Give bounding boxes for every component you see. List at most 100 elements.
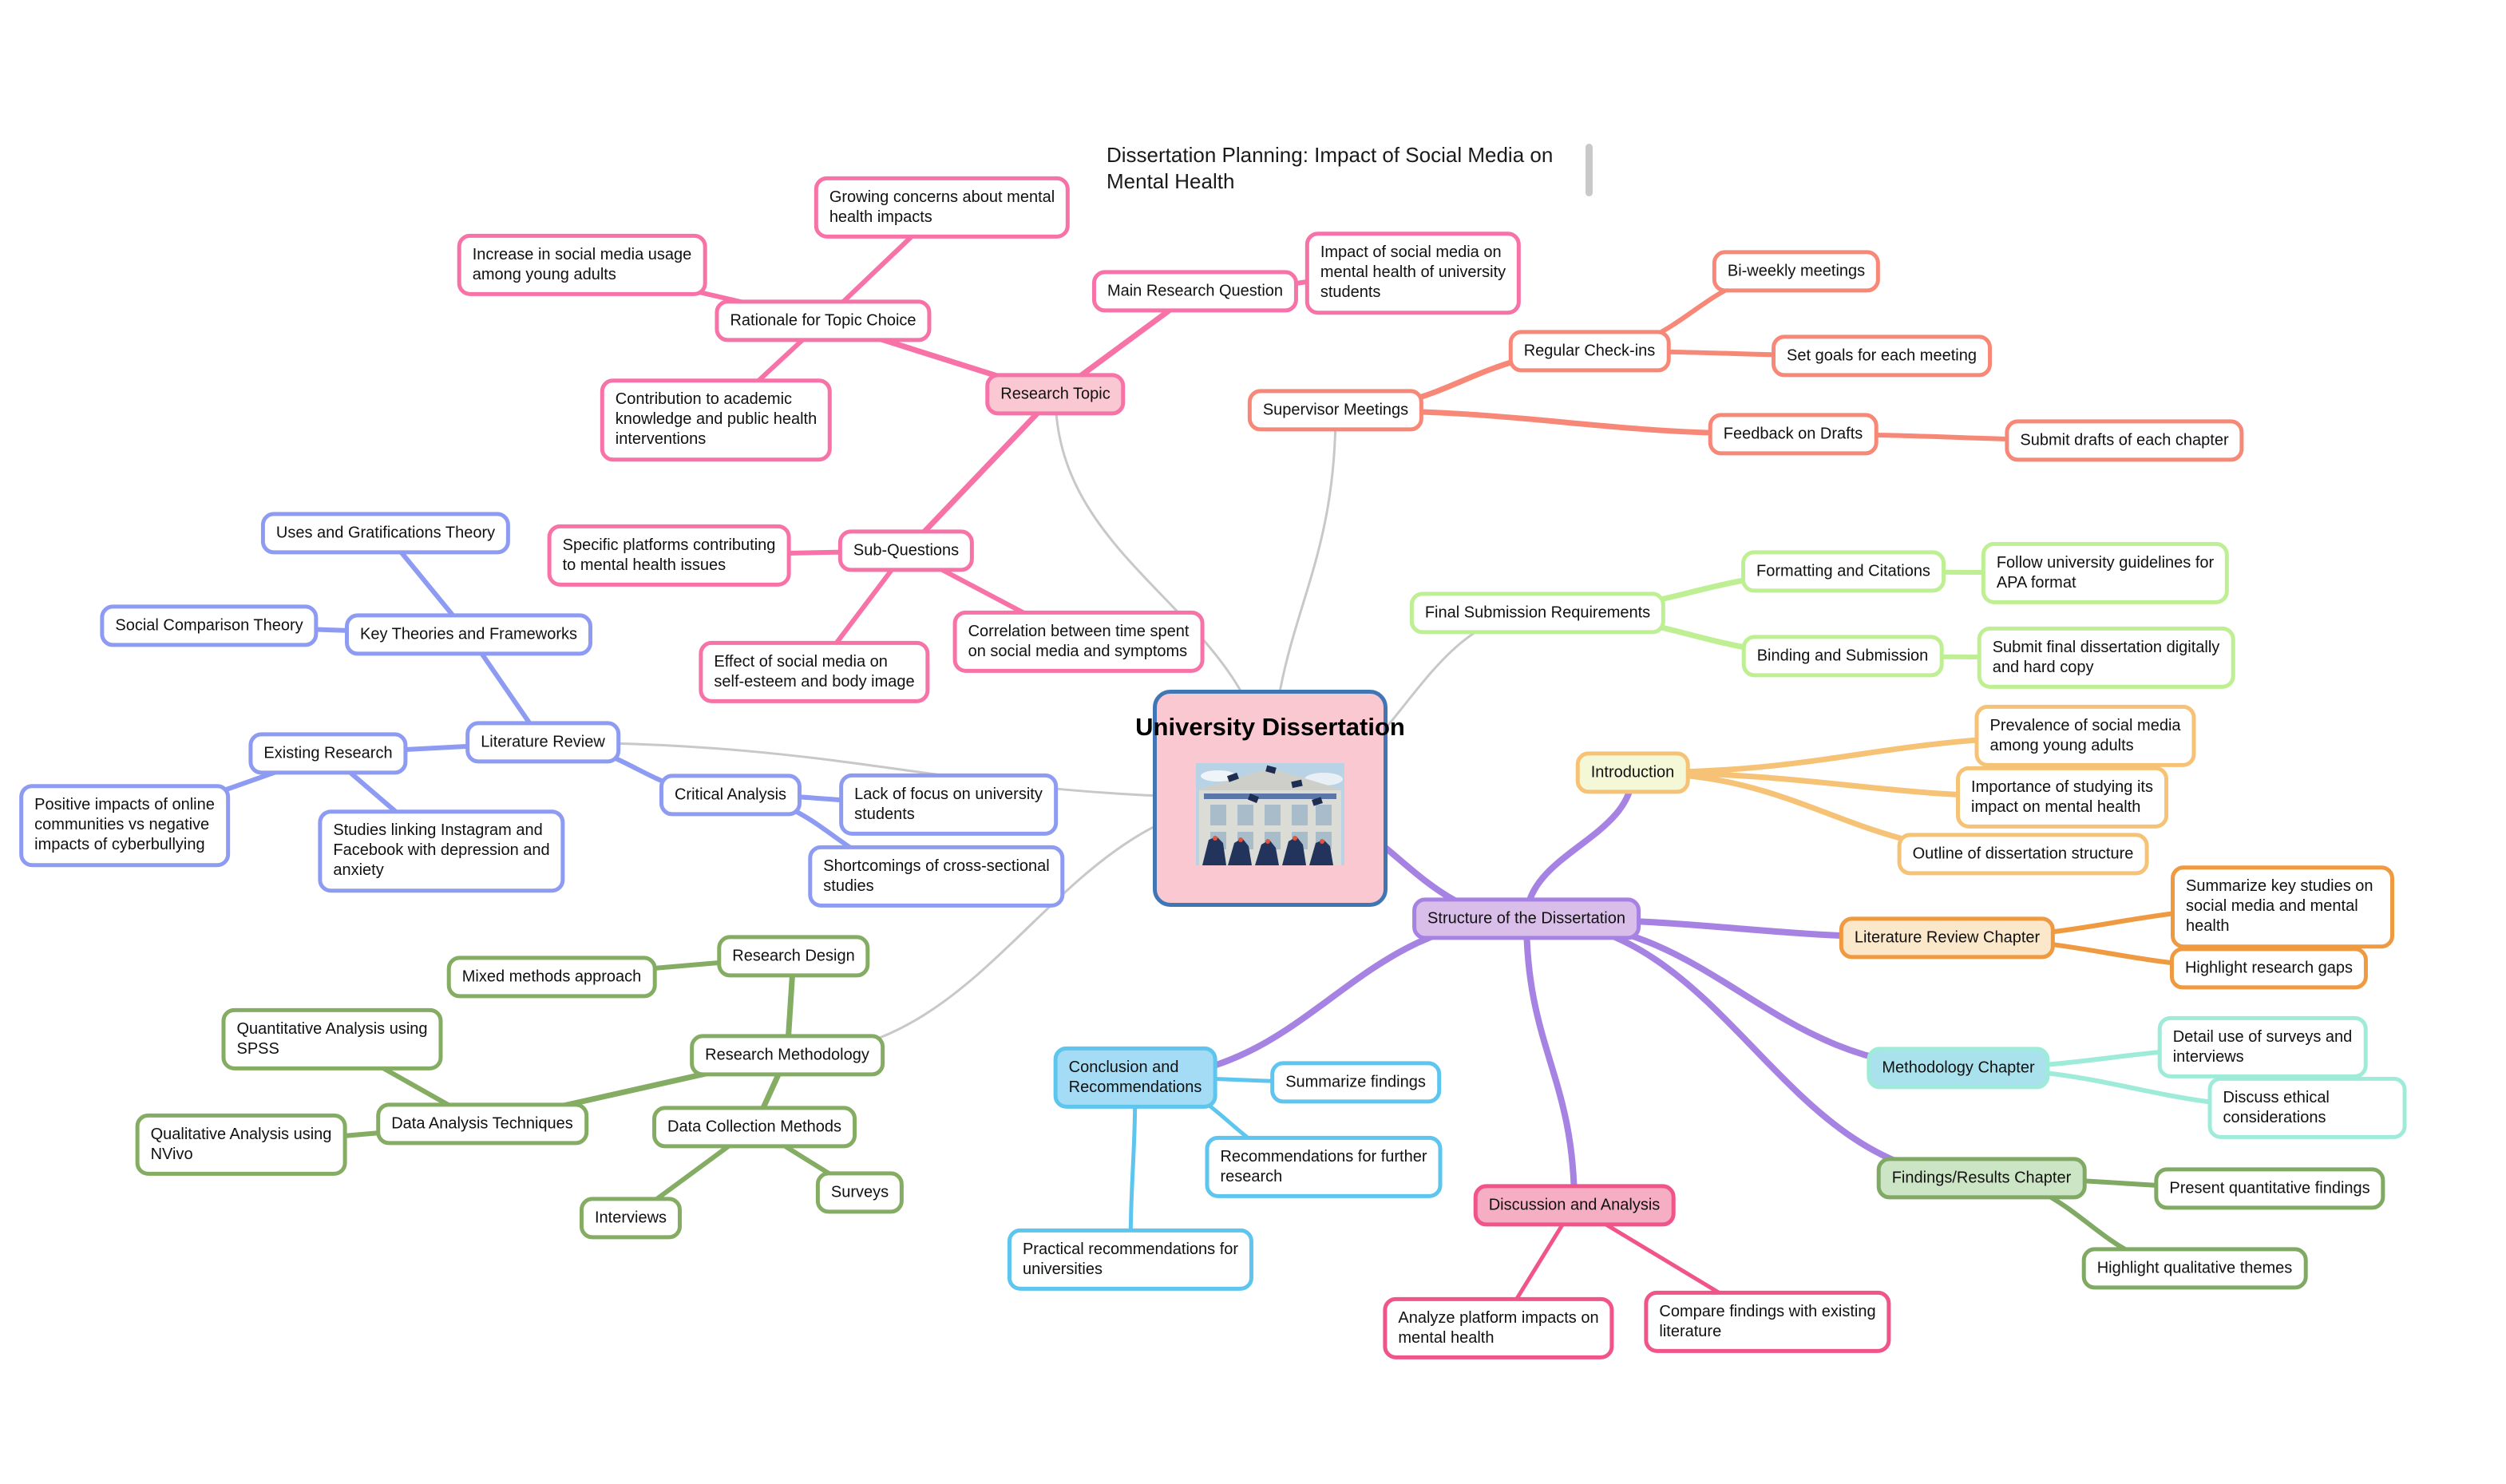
mindmap-node-discussion[interactable]: Discussion and Analysis <box>1473 1184 1676 1227</box>
mindmap-node-prevalence[interactable]: Prevalence of social media among young a… <box>1974 704 2196 768</box>
mindmap-node-biweekly[interactable]: Bi-weekly meetings <box>1712 250 1881 293</box>
scrollbar-thumb[interactable] <box>1586 144 1593 196</box>
node-label: Research Design <box>732 947 855 965</box>
mindmap-node-introduction[interactable]: Introduction <box>1575 751 1690 794</box>
node-label: Discuss ethical considerations <box>2223 1088 2330 1126</box>
node-label: Uses and Gratifications Theory <box>275 524 496 542</box>
mindmap-node-specificPlatforms[interactable]: Specific platforms contributing to menta… <box>547 524 791 588</box>
mindmap-node-comparefindings[interactable]: Compare findings with existing literatur… <box>1644 1290 1891 1354</box>
node-label: Rationale for Topic Choice <box>730 311 916 330</box>
node-label: Literature Review Chapter <box>1854 928 2041 947</box>
node-label: Present quantitative findings <box>2169 1179 2370 1197</box>
mindmap-node-mainRQ[interactable]: Main Research Question <box>1091 270 1299 313</box>
mindmap-node-finalsub[interactable]: Final Submission Requirements <box>1409 592 1666 635</box>
mindmap-node-effectSocial[interactable]: Effect of social media on self-esteem an… <box>699 640 930 704</box>
node-label: Increase in social media usage among you… <box>472 245 692 283</box>
node-label: Binding and Submission <box>1756 647 1929 665</box>
mindmap-node-formatting[interactable]: Formatting and Citations <box>1741 550 1946 593</box>
node-label: Specific platforms contributing to menta… <box>562 536 776 574</box>
node-label: Formatting and Citations <box>1756 562 1930 580</box>
mindmap-node-studies[interactable]: Studies linking Instagram and Facebook w… <box>318 809 565 892</box>
mindmap-node-litreview[interactable]: Literature Review <box>465 721 620 764</box>
mindmap-node-resmeth[interactable]: Research Methodology <box>690 1034 885 1077</box>
mindmap-node-summarizekey[interactable]: Summarize key studies on social media an… <box>2171 865 2394 948</box>
node-label: Main Research Question <box>1107 282 1284 300</box>
mindmap-node-correlation[interactable]: Correlation between time spent on social… <box>952 610 1205 674</box>
edge-researchTopic-subQuestions <box>903 391 1059 554</box>
mindmap-node-datacoll[interactable]: Data Collection Methods <box>652 1106 857 1149</box>
central-node-title: University Dissertation <box>1135 713 1405 741</box>
mindmap-node-contribution[interactable]: Contribution to academic knowledge and p… <box>600 378 833 461</box>
mindmap-node-binding[interactable]: Binding and Submission <box>1741 635 1944 678</box>
node-label: Methodology Chapter <box>1882 1059 2035 1077</box>
mindmap-node-supervisor[interactable]: Supervisor Meetings <box>1247 389 1424 432</box>
node-label: Final Submission Requirements <box>1424 603 1651 622</box>
mindmap-node-regular[interactable]: Regular Check-ins <box>1508 330 1671 373</box>
mindmap-node-mixed[interactable]: Mixed methods approach <box>446 956 657 999</box>
node-label: Literature Review <box>481 733 605 751</box>
node-label: Prevalence of social media among young a… <box>1989 716 2181 754</box>
node-label: Data Collection Methods <box>667 1118 841 1136</box>
mindmap-node-central[interactable]: University Dissertation <box>1135 690 1405 907</box>
mindmap-node-highlightgaps[interactable]: Highlight research gaps <box>2169 947 2369 990</box>
mindmap-node-submitdrafts[interactable]: Submit drafts of each chapter <box>2005 419 2244 462</box>
node-label: Feedback on Drafts <box>1723 425 1863 443</box>
node-label: Submit drafts of each chapter <box>2020 431 2229 449</box>
mindmap-node-keytheories[interactable]: Key Theories and Frameworks <box>345 613 592 656</box>
edge-structure-discussion <box>1523 916 1578 1209</box>
mindmap-node-resdesign[interactable]: Research Design <box>717 935 870 978</box>
node-label: Contribution to academic knowledge and p… <box>615 390 818 449</box>
mindmap-node-summarizefindings[interactable]: Summarize findings <box>1270 1061 1441 1104</box>
node-label: Findings/Results Chapter <box>1891 1169 2072 1187</box>
mindmap-node-rationale[interactable]: Rationale for Topic Choice <box>715 299 932 342</box>
mindmap-node-outline[interactable]: Outline of dissertation structure <box>1897 833 2149 876</box>
node-label: Research Topic <box>1000 385 1110 403</box>
node-label: Recommendations for further research <box>1220 1147 1427 1185</box>
mindmap-node-litrevch[interactable]: Literature Review Chapter <box>1839 916 2056 960</box>
mindmap-node-methch[interactable]: Methodology Chapter <box>1867 1047 2050 1090</box>
node-label: Critical Analysis <box>674 786 787 804</box>
mindmap-node-conclusion[interactable]: Conclusion and Recommendations <box>1053 1046 1217 1110</box>
graduation-caps-photo <box>1196 763 1344 866</box>
mindmap-node-importance[interactable]: Importance of studying its impact on men… <box>1956 766 2168 829</box>
mindmap-node-interviews[interactable]: Interviews <box>579 1197 683 1240</box>
node-label: Supervisor Meetings <box>1262 401 1409 419</box>
mindmap-node-practical[interactable]: Practical recommendations for universiti… <box>1007 1228 1254 1292</box>
mindmap-node-lackfocus[interactable]: Lack of focus on university students <box>839 773 1058 837</box>
mindmap-node-discussethical[interactable]: Discuss ethical considerations <box>2207 1076 2407 1140</box>
mindmap-node-detailsurveys[interactable]: Detail use of surveys and interviews <box>2157 1015 2368 1079</box>
mindmap-node-followAPA[interactable]: Follow university guidelines for APA for… <box>1981 541 2230 605</box>
mindmap-node-submitfinal[interactable]: Submit final dissertation digitally and … <box>1977 626 2235 690</box>
mindmap-node-socialcomp[interactable]: Social Comparison Theory <box>100 604 319 647</box>
node-label: Qualitative Analysis using NVivo <box>150 1125 332 1163</box>
mindmap-node-feedback[interactable]: Feedback on Drafts <box>1708 413 1879 456</box>
mindmap-node-growing[interactable]: Growing concerns about mental health imp… <box>814 176 1071 239</box>
mindmap-node-quant[interactable]: Quantitative Analysis using SPSS <box>221 1007 443 1071</box>
mindmap-node-setgoals[interactable]: Set goals for each meeting <box>1772 334 1992 378</box>
node-label: Quantitative Analysis using SPSS <box>236 1019 428 1058</box>
mindmap-node-uses[interactable]: Uses and Gratifications Theory <box>260 512 511 555</box>
node-label: Bi-weekly meetings <box>1727 262 1866 280</box>
mindmap-node-increase[interactable]: Increase in social media usage among you… <box>457 233 707 297</box>
edge-structure-introduction <box>1523 770 1636 922</box>
node-label: Surveys <box>830 1183 889 1201</box>
mindmap-node-analyzeplatform[interactable]: Analyze platform impacts on mental healt… <box>1383 1296 1614 1360</box>
mindmap-node-highlightqual[interactable]: Highlight qualitative themes <box>2081 1247 2308 1290</box>
mindmap-node-structure[interactable]: Structure of the Dissertation <box>1412 897 1641 940</box>
mindmap-node-positive[interactable]: Positive impacts of online communities v… <box>19 784 230 867</box>
mindmap-node-recsfurther[interactable]: Recommendations for further research <box>1205 1135 1443 1199</box>
mindmap-node-presentquant[interactable]: Present quantitative findings <box>2154 1167 2385 1210</box>
mindmap-node-surveys[interactable]: Surveys <box>815 1171 905 1214</box>
mindmap-node-datanal[interactable]: Data Analysis Techniques <box>376 1102 588 1146</box>
mindmap-node-critical[interactable]: Critical Analysis <box>659 774 802 817</box>
mindmap-node-impactBox[interactable]: Impact of social media on mental health … <box>1304 232 1522 315</box>
mindmap-node-subQuestions[interactable]: Sub-Questions <box>837 529 975 572</box>
mindmap-node-existing[interactable]: Existing Research <box>248 732 408 775</box>
mindmap-node-findingsch[interactable]: Findings/Results Chapter <box>1876 1157 2087 1200</box>
node-label: Correlation between time spent on social… <box>968 622 1190 660</box>
mindmap-node-qual[interactable]: Qualitative Analysis using NVivo <box>135 1113 347 1177</box>
mindmap-node-shortcomings[interactable]: Shortcomings of cross-sectional studies <box>808 845 1065 908</box>
node-label: Impact of social media on mental health … <box>1320 243 1506 302</box>
mindmap-node-researchTopic[interactable]: Research Topic <box>985 373 1126 416</box>
